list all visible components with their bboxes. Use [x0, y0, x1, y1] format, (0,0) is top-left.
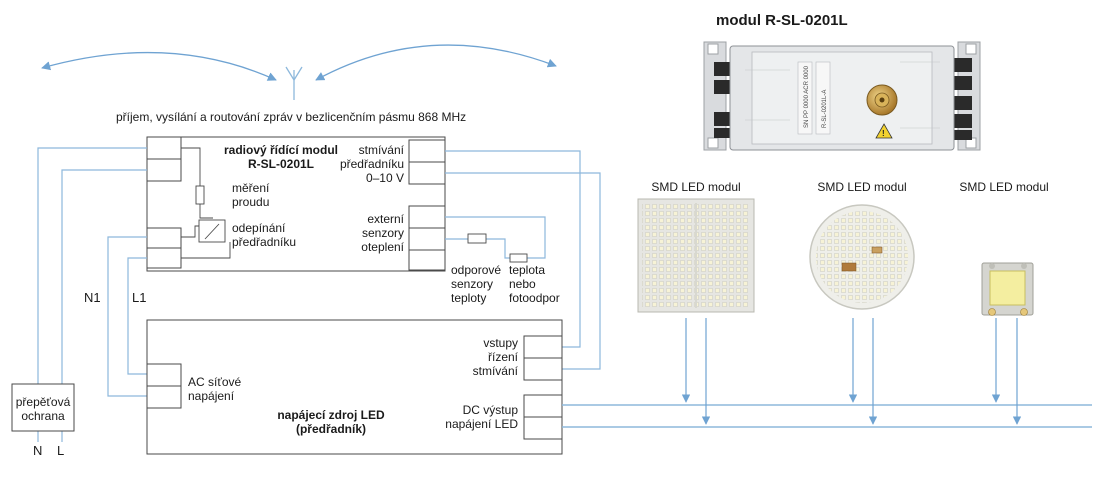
ext-sensors-label-1: externí — [367, 212, 404, 226]
device-serial-label: SN PP 0000 ACR 0000 — [804, 65, 810, 128]
dimming-terminal — [408, 161, 446, 185]
dimming-label-2: předřadníku — [339, 157, 404, 171]
ext-sensors-label-3: oteplení — [361, 240, 404, 254]
dimming-terminal — [408, 139, 446, 163]
sensor-terminal — [408, 249, 446, 271]
led-panel-square-image — [637, 198, 755, 313]
control-input-label-2: řízení — [487, 350, 518, 364]
dimming-label-3: 0–10 V — [365, 171, 404, 185]
surge-label-1: přepěťová — [15, 395, 71, 409]
sensor-terminal — [408, 227, 446, 251]
psu-title-2: (předřadník) — [295, 422, 366, 436]
l-label: L — [57, 443, 65, 458]
radio-module-title-1: radiový řídící modul — [223, 143, 339, 157]
sensor-terminal — [408, 205, 446, 229]
current-measure-label-1: měření — [232, 181, 270, 195]
dc-bus — [562, 404, 1092, 428]
dc-terminal — [523, 416, 563, 440]
resistive-sensor-icon — [467, 233, 487, 244]
radio-wave-left-arrow — [41, 51, 277, 81]
resistive-sensor-label-1: odporové — [451, 263, 502, 277]
led-module-label: SMD LED modul — [959, 180, 1049, 194]
ac-terminal — [146, 363, 182, 387]
l1-label: L1 — [132, 290, 147, 305]
led-feed-arrows — [681, 318, 1022, 425]
led-panel-round-image — [809, 204, 915, 310]
radio-terminal — [146, 247, 182, 269]
ac-input-label-1: AC síťové — [188, 375, 242, 389]
internal-circuit — [181, 147, 231, 259]
control-input-label-3: stmívání — [472, 364, 518, 378]
ac-terminal — [146, 385, 182, 409]
control-terminal — [523, 357, 563, 381]
ext-sensors-label-2: senzory — [361, 226, 404, 240]
warning-icon — [875, 123, 893, 139]
device-photo: SN PP 0000 ACR 0000 R-SL-0201L-A ! — [703, 41, 981, 151]
ac-input-label-2: napájení — [188, 389, 235, 403]
psu-title-1: napájecí zdroj LED — [277, 408, 385, 422]
surge-protection-box — [11, 383, 75, 432]
antenna-icon — [285, 66, 303, 100]
control-terminal — [523, 335, 563, 359]
resistive-sensor-label-3: teploty — [451, 291, 487, 305]
radio-module-title-2: R-SL-0201L — [247, 157, 315, 171]
led-module-label: SMD LED modul — [817, 180, 907, 194]
dimming-label-1: stmívání — [358, 143, 404, 157]
dc-output-label-2: napájení LED — [445, 417, 518, 431]
ballast-switch-label-1: odepínání — [232, 221, 286, 235]
dc-terminal — [523, 394, 563, 418]
current-shunt-icon — [195, 185, 205, 205]
radio-terminal — [146, 136, 182, 160]
radio-wave-right-arrow — [315, 44, 557, 81]
svg-text:!: ! — [882, 129, 885, 138]
current-measure-label-2: proudu — [232, 195, 270, 209]
temperature-sensor-icon — [509, 253, 528, 263]
temp-sensor-label-3: fotoodpor — [509, 291, 560, 305]
sensor-wiring — [445, 216, 546, 259]
led-cob-image — [981, 262, 1034, 316]
led-module-label: SMD LED modul — [651, 180, 741, 194]
temp-sensor-label-2: nebo — [509, 277, 536, 291]
device-model-label: R-SL-0201L-A — [822, 90, 828, 128]
control-input-label-1: vstupy — [483, 336, 518, 350]
radio-caption: příjem, vysílání a routování zpráv v bez… — [116, 110, 467, 124]
mains-wiring — [37, 147, 601, 442]
radio-terminal — [146, 158, 182, 182]
radio-terminal — [146, 227, 182, 249]
n1-label: N1 — [84, 290, 101, 305]
ballast-switch-label-2: předřadníku — [232, 235, 297, 249]
n-label: N — [33, 443, 43, 458]
dc-output-label-1: DC výstup — [462, 403, 518, 417]
resistive-sensor-label-2: senzory — [451, 277, 494, 291]
radio-module-box — [146, 136, 446, 272]
surge-label-2: ochrana — [21, 409, 65, 423]
temp-sensor-label-1: teplota — [509, 263, 546, 277]
module-title: modul R-SL-0201L — [716, 12, 848, 29]
